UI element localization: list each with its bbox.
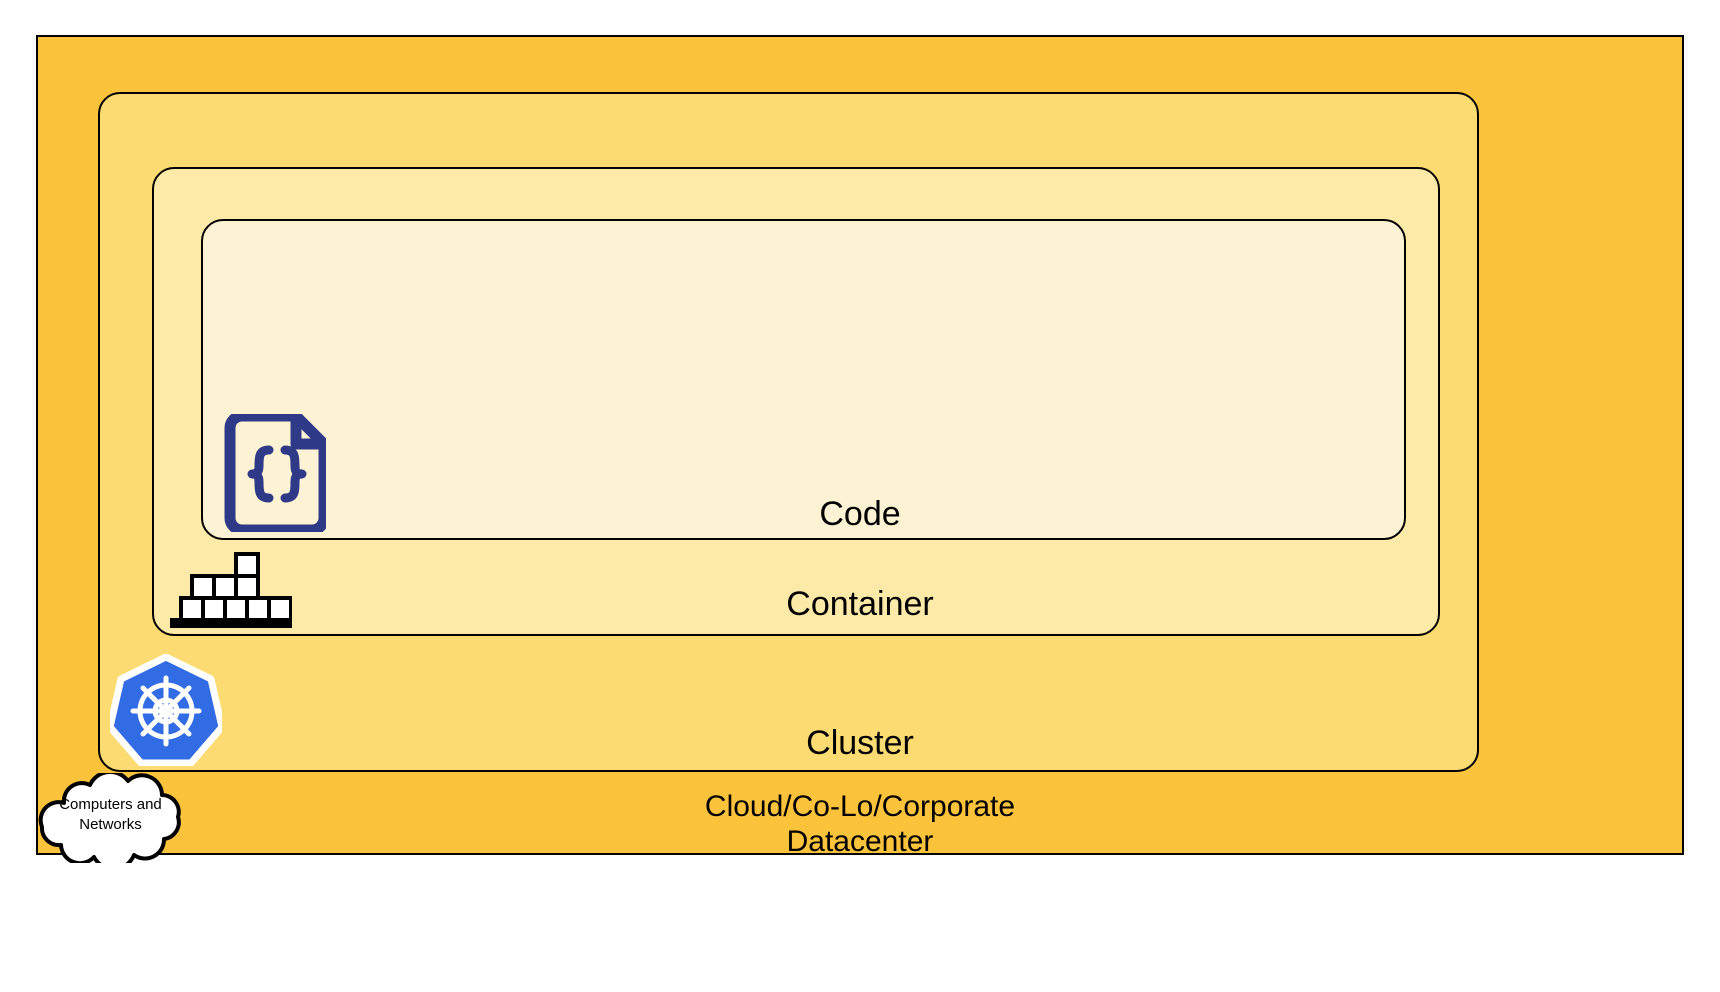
cloud-shape-icon xyxy=(38,773,181,863)
code-json-document-icon xyxy=(222,410,330,536)
kubernetes-helm-wheel-icon xyxy=(106,653,226,767)
layer-label-code: Code xyxy=(819,495,901,533)
layer-label-container: Container xyxy=(786,585,934,623)
layer-label-datacenter: Cloud/Co-Lo/Corporate Datacenter xyxy=(704,790,1016,859)
computers-and-networks-cloud: Computers and Networks xyxy=(28,773,193,863)
layer-label-cluster: Cluster xyxy=(806,724,914,762)
container-blocks-icon xyxy=(170,552,293,628)
layer-code xyxy=(201,219,1406,540)
cloud-callout-label: Computers and Networks xyxy=(59,796,162,833)
